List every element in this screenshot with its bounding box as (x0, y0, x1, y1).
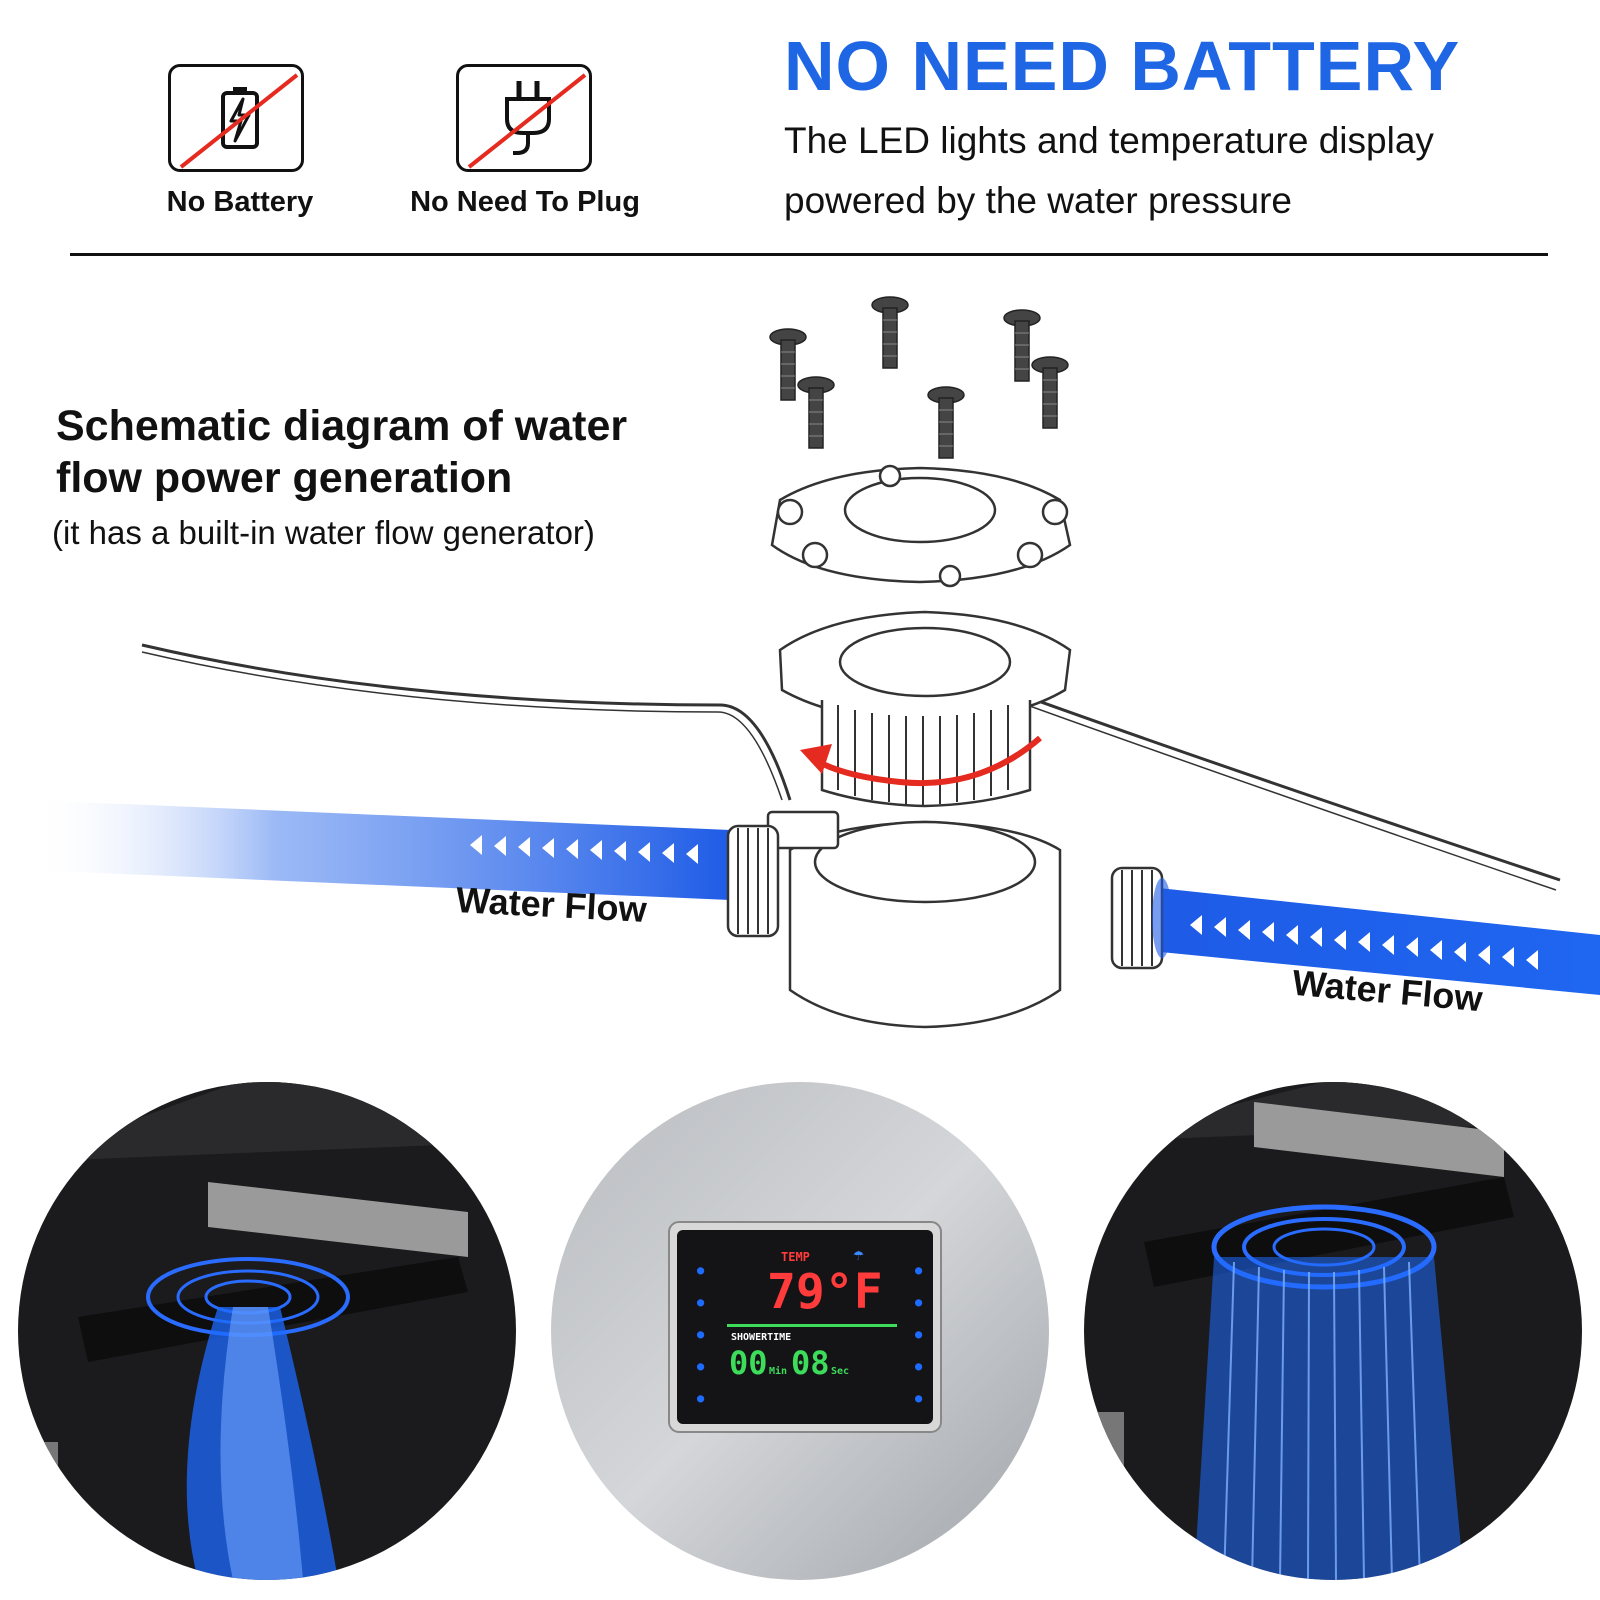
schematic-title-line-1: Schematic diagram of water (56, 402, 628, 450)
cover-plate (770, 464, 1072, 588)
minutes-value: 00 (729, 1344, 768, 1382)
plug-icon (467, 73, 587, 169)
rotation-arrow (810, 735, 1042, 787)
shower-icon: ☂ (853, 1244, 864, 1265)
no-battery-icon-box (168, 64, 304, 172)
gear-teeth (837, 705, 1009, 805)
connector-threads (737, 828, 1153, 966)
rain-head-edge (1254, 1102, 1504, 1177)
no-battery-label: No Battery (166, 186, 314, 218)
schematic-subtitle: (it has a built-in water flow generator) (52, 514, 595, 551)
led-dots-left: ●●●●● (697, 1263, 705, 1405)
seconds-unit: Sec (831, 1366, 850, 1377)
display-divider (727, 1324, 897, 1327)
temperature-value: 79°F (767, 1264, 883, 1320)
temperature-display-photo (551, 1082, 1049, 1580)
flow-arrows-left (470, 835, 698, 864)
turbine-gear (778, 610, 1072, 808)
no-plug-label: No Need To Plug (410, 186, 640, 218)
led-rain-shower-photo (1084, 1082, 1582, 1580)
rotation-arrow-head (800, 744, 832, 774)
generator-housing (766, 810, 1062, 1029)
generator-diagram (30, 296, 1600, 1029)
battery-icon (179, 73, 299, 169)
subline-2: powered by the water pressure (784, 180, 1292, 221)
schematic-title: Schematic diagram of water flow power ge… (56, 400, 627, 504)
timer-label: SHOWERTIME (731, 1332, 792, 1343)
schematic-title-line-2: flow power generation (56, 454, 513, 502)
shower-head-edge (208, 1182, 468, 1257)
flow-arrows-right (1190, 915, 1538, 970)
screw-threads (781, 319, 1057, 447)
led-waterfall-photo (18, 1082, 516, 1580)
screws (769, 296, 1069, 459)
subline-1: The LED lights and temperature display (784, 120, 1434, 161)
blue-rain (1194, 1257, 1464, 1580)
pipe-connectors (726, 824, 1164, 970)
minutes-unit: Min (769, 1366, 788, 1377)
divider (70, 253, 1548, 256)
no-plug-icon-box (456, 64, 592, 172)
water-pipe-left (30, 800, 730, 900)
display-screen: ●●●●● ●●●●● TEMP ☂ 79°F SHOWERTIME 00 Mi… (683, 1230, 939, 1424)
temp-label: TEMP (781, 1250, 810, 1264)
seconds-value: 08 (791, 1344, 830, 1382)
led-dots-right: ●●●●● (915, 1263, 923, 1405)
headline: NO NEED BATTERY (784, 27, 1461, 105)
